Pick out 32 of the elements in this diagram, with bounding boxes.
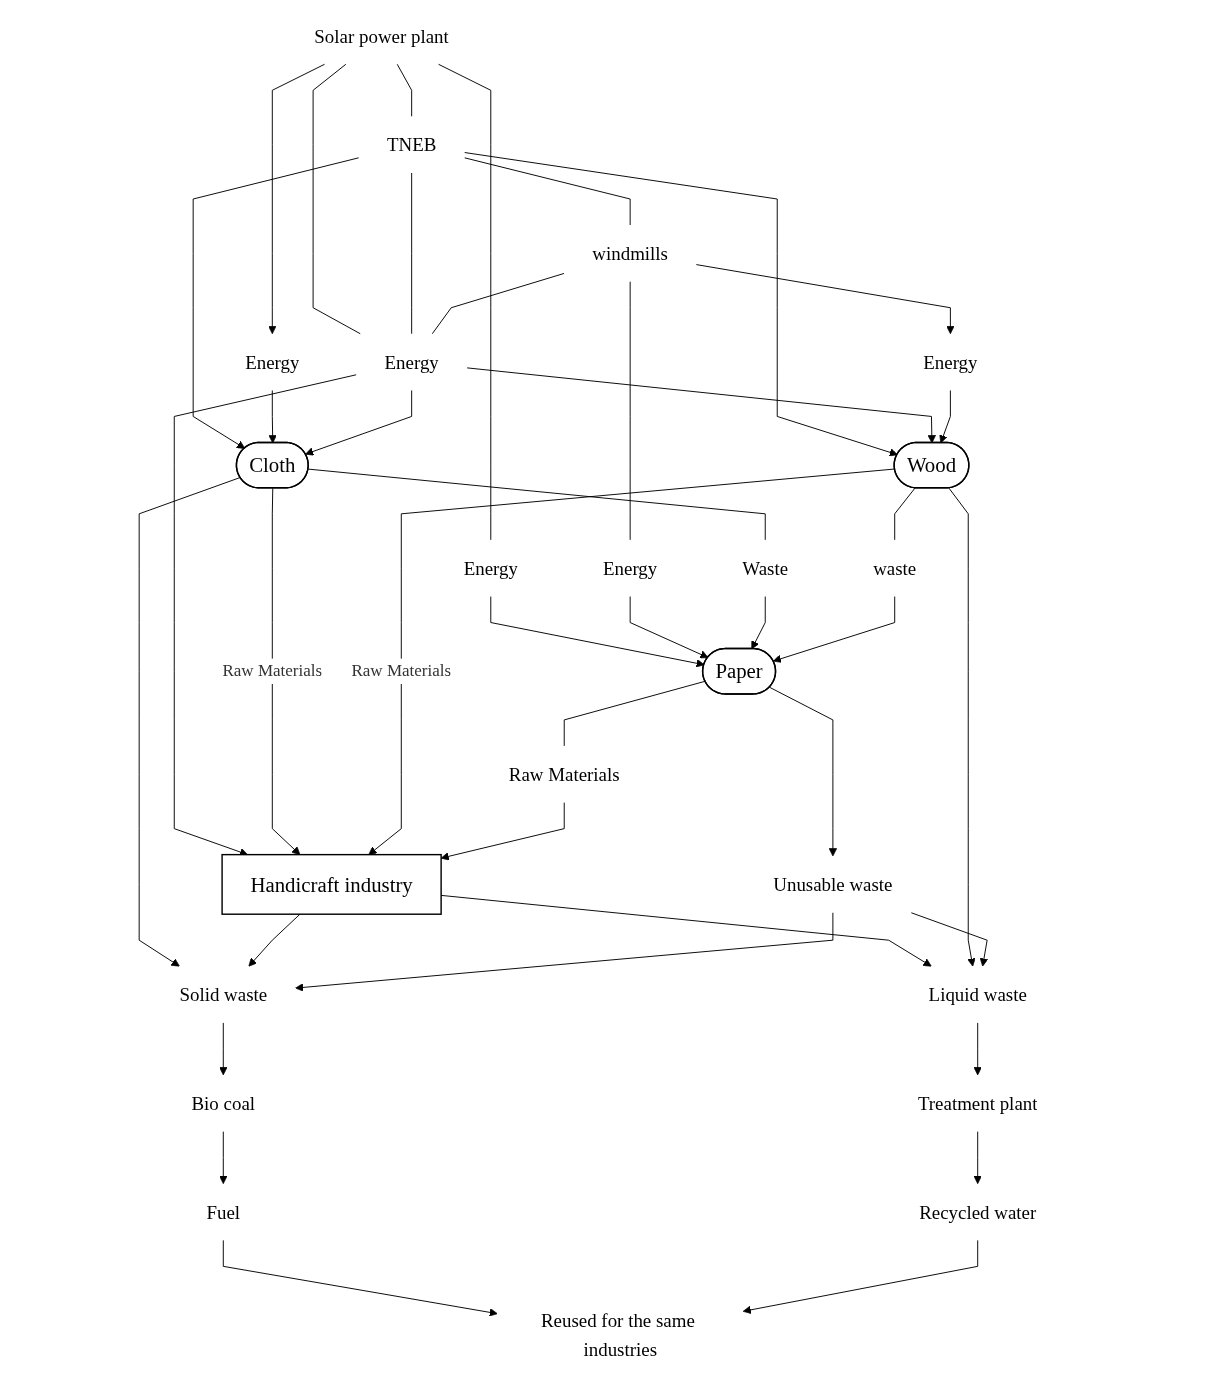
node-text: Raw Materials bbox=[508, 763, 620, 785]
node-text: Fuel bbox=[206, 1201, 241, 1223]
node-text: Energy bbox=[463, 557, 518, 579]
node-text: Bio coal bbox=[191, 1092, 256, 1114]
connector bbox=[307, 468, 766, 541]
connector bbox=[629, 281, 631, 541]
connector bbox=[396, 63, 413, 117]
node-text: Recycled water bbox=[919, 1201, 1037, 1223]
connector bbox=[464, 157, 631, 226]
connector bbox=[411, 172, 413, 335]
node-text: TNEB bbox=[386, 134, 437, 156]
connector bbox=[563, 680, 706, 747]
node-text: Liquid waste bbox=[928, 984, 1027, 1005]
connector bbox=[894, 487, 916, 541]
connector bbox=[431, 273, 565, 335]
node-text: Reused for the same industries bbox=[540, 1310, 695, 1360]
edge-label: Raw Materials bbox=[351, 661, 452, 681]
edge-label: Raw Materials bbox=[222, 661, 323, 681]
node-text: Treatment plant bbox=[917, 1092, 1038, 1114]
node-text: Solar power plant bbox=[314, 25, 449, 47]
node-text: Energy bbox=[384, 351, 439, 373]
node-text: Energy bbox=[923, 351, 978, 373]
node-text: Energy bbox=[245, 351, 300, 373]
connector bbox=[438, 63, 492, 541]
node-text: Energy bbox=[603, 557, 658, 579]
node-box: Handicraft industry bbox=[221, 853, 442, 915]
node-text: Waste bbox=[742, 557, 789, 579]
node-text: windmills bbox=[592, 242, 668, 264]
node-text: Solid waste bbox=[179, 984, 268, 1005]
node-text: Unusable waste bbox=[773, 874, 893, 895]
node-text: waste bbox=[873, 557, 917, 579]
connector bbox=[312, 63, 361, 335]
